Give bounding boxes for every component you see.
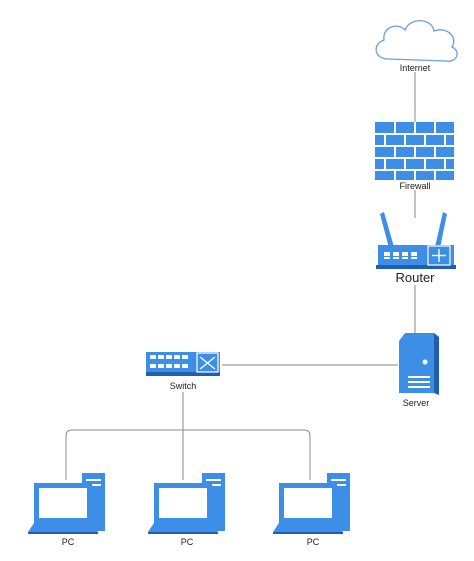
wireless-router-icon [376,212,456,269]
desktop-computer-icon [28,473,105,534]
cloud-icon [375,20,458,62]
server-label: Server [402,398,430,408]
connectors [65,72,416,480]
router-label: Router [395,270,435,285]
pc-label-2: PC [180,537,194,547]
internet-label: Internet [399,63,431,73]
brick-wall-icon [375,122,454,180]
switch-label: Switch [169,381,197,391]
tower-server-icon [399,333,439,395]
desktop-computer-icon [148,473,225,534]
connector-switch-pc-1 [65,429,183,480]
network-switch-icon [146,352,220,376]
pc-label-1: PC [61,537,75,547]
firewall-label: Firewall [399,181,431,191]
pc-label-3: PC [306,537,320,547]
desktop-computer-icon [273,473,350,534]
connector-switch-pc-3 [183,429,311,480]
